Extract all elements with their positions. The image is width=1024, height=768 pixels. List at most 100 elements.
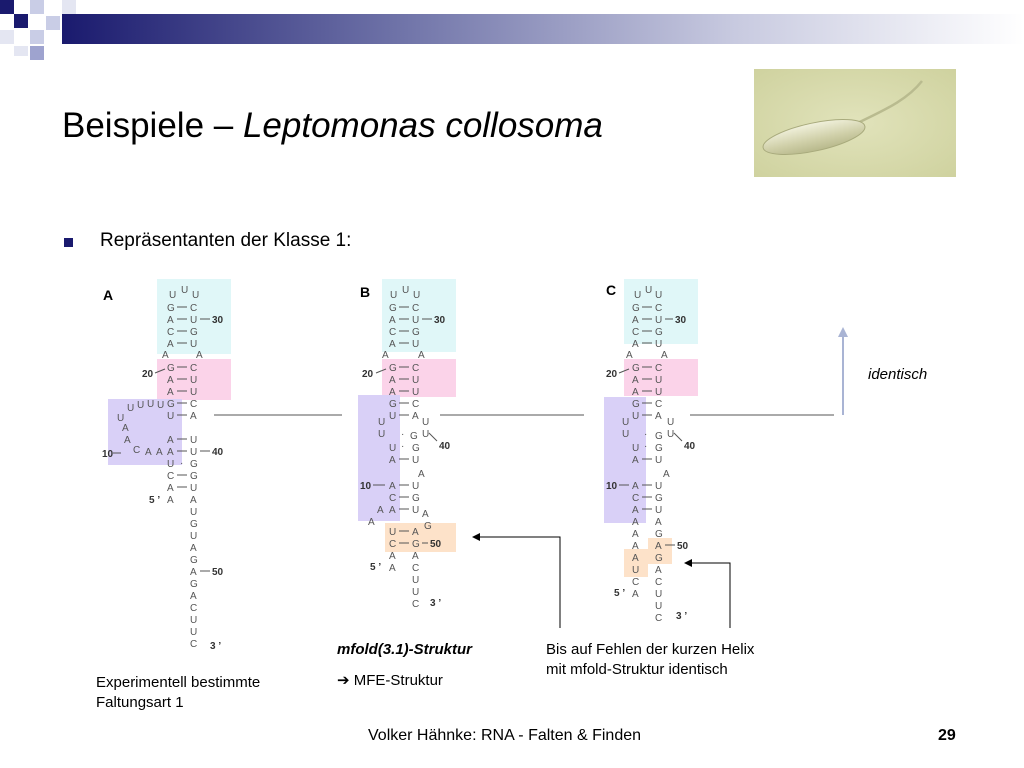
svg-text:G: G [632, 399, 640, 410]
helix-highlight-pink [382, 359, 456, 397]
svg-text:·: · [644, 441, 647, 452]
caption-c-line2: mit mfold-Struktur identisch [546, 661, 728, 678]
svg-text:G: G [424, 521, 432, 532]
svg-text:U: U [389, 527, 396, 538]
svg-text:A: A [167, 315, 174, 326]
position-20: 20 [362, 369, 374, 380]
svg-text:U: U [667, 429, 674, 440]
svg-text:G: G [655, 529, 663, 540]
svg-text:G: G [655, 443, 663, 454]
position-20: 20 [142, 369, 154, 380]
svg-text:G: G [190, 555, 198, 566]
position-10: 10 [360, 481, 372, 492]
svg-text:A: A [389, 551, 396, 562]
svg-text:U: U [190, 627, 197, 638]
svg-text:A: A [167, 483, 174, 494]
svg-text:A: A [632, 541, 639, 552]
svg-text:U: U [190, 315, 197, 326]
svg-text:A: A [145, 447, 152, 458]
svg-text:A: A [167, 375, 174, 386]
svg-text:G: G [190, 459, 198, 470]
svg-text:A: A [422, 509, 429, 520]
svg-text:C: C [412, 303, 419, 314]
svg-text:A: A [382, 350, 389, 361]
caption-a-line2: Faltungsart 1 [96, 694, 184, 711]
svg-text:C: C [133, 445, 140, 456]
position-50: 50 [677, 541, 689, 552]
svg-text:U: U [412, 375, 419, 386]
svg-text:A: A [167, 447, 174, 458]
svg-text:U: U [190, 339, 197, 350]
page-number: 29 [938, 727, 956, 744]
svg-text:C: C [389, 493, 396, 504]
svg-text:A: A [655, 411, 662, 422]
svg-text:C: C [412, 399, 419, 410]
caption-b-sub: MFE-Struktur [353, 672, 443, 689]
caption-b-title: mfold(3.1)-Struktur [337, 641, 472, 658]
svg-text:A: A [368, 517, 375, 528]
svg-text:G: G [167, 399, 175, 410]
five-prime-end: 5 ’ [614, 588, 625, 599]
svg-text:C: C [190, 399, 197, 410]
svg-text:U: U [632, 565, 639, 576]
svg-text:U: U [622, 429, 629, 440]
svg-text:U: U [190, 447, 197, 458]
position-20: 20 [606, 369, 618, 380]
svg-text:U: U [190, 531, 197, 542]
svg-text:A: A [412, 551, 419, 562]
svg-text:C: C [655, 577, 662, 588]
three-prime-end: 3 ’ [430, 598, 441, 609]
svg-text:U: U [412, 339, 419, 350]
position-40: 40 [684, 441, 696, 452]
svg-text:U: U [412, 455, 419, 466]
position-40: 40 [212, 447, 224, 458]
svg-text:A: A [389, 563, 396, 574]
svg-text:C: C [190, 303, 197, 314]
svg-text:C: C [632, 493, 639, 504]
five-prime-end: 5 ’ [149, 495, 160, 506]
caption-panel-b: mfold(3.1)-Struktur ➔ MFE-Struktur [337, 640, 472, 691]
svg-text:A: A [190, 411, 197, 422]
svg-text:U: U [412, 481, 419, 492]
helix-highlight-purple [604, 397, 646, 523]
three-prime-end: 3 ’ [210, 641, 221, 652]
svg-text:G: G [412, 327, 420, 338]
svg-text:U: U [147, 399, 154, 410]
five-prime-end: 5 ’ [370, 562, 381, 573]
svg-text:A: A [190, 495, 197, 506]
svg-text:A: A [412, 527, 419, 538]
svg-text:U: U [157, 400, 164, 411]
svg-text:G: G [655, 327, 663, 338]
svg-text:G: G [412, 539, 420, 550]
helix-highlight-orange [385, 523, 456, 552]
svg-text:C: C [655, 613, 662, 624]
svg-text:U: U [412, 505, 419, 516]
helix-highlight-cyan [157, 279, 231, 354]
svg-text:U: U [167, 459, 174, 470]
position-30: 30 [675, 315, 687, 326]
svg-text:A: A [196, 350, 203, 361]
svg-text:G: G [632, 303, 640, 314]
caption-a-line1: Experimentell bestimmte [96, 674, 261, 691]
svg-text:A: A [156, 447, 163, 458]
svg-text:C: C [190, 363, 197, 374]
svg-text:U: U [655, 290, 662, 301]
svg-text:C: C [412, 599, 419, 610]
svg-text:A: A [632, 315, 639, 326]
svg-text:A: A [377, 505, 384, 516]
svg-text:G: G [190, 327, 198, 338]
position-50: 50 [212, 567, 224, 578]
helix-highlight-orange [648, 538, 672, 564]
organism-micrograph [754, 69, 956, 177]
helix-highlight-cyan [624, 279, 698, 344]
svg-text:U: U [422, 429, 429, 440]
svg-text:U: U [390, 290, 397, 301]
svg-text:U: U [190, 615, 197, 626]
svg-text:A: A [632, 517, 639, 528]
helix-highlight-purple [358, 395, 400, 521]
svg-text:C: C [167, 327, 174, 338]
svg-text:A: A [389, 339, 396, 350]
